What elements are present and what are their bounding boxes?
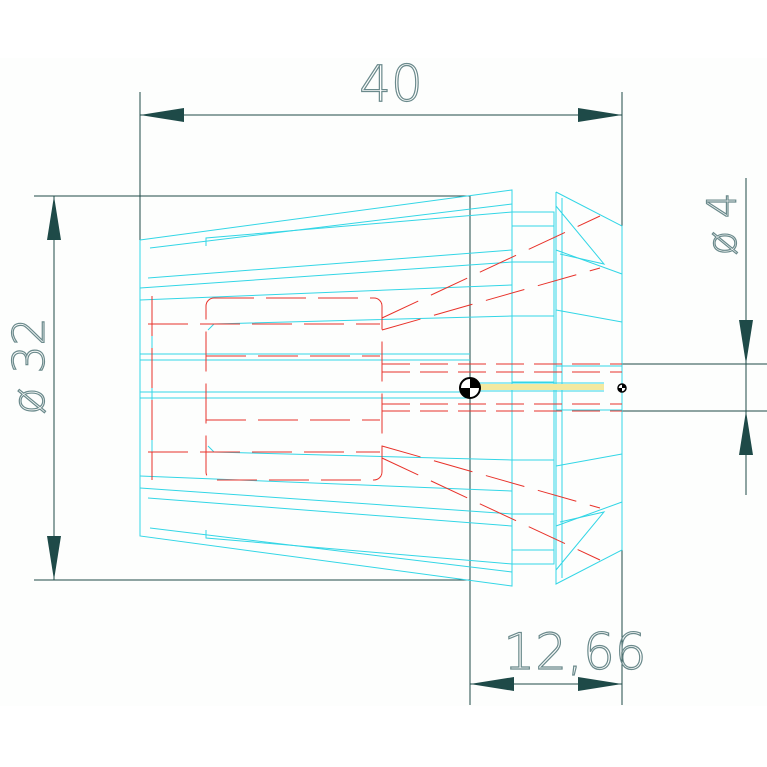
taper-line [139, 261, 513, 289]
taper-line [139, 284, 513, 301]
hidden-line [381, 267, 601, 331]
taper-line [139, 475, 513, 492]
center-marks [459, 377, 627, 399]
center-mark-quadrant [460, 388, 470, 398]
arrow-top-right [578, 108, 622, 122]
dimension-label-small-diameter: ø 4 [700, 193, 746, 256]
nose-line [555, 249, 623, 275]
nose-line [555, 501, 623, 527]
taper-line [149, 203, 513, 249]
center-mark-quadrant [622, 384, 626, 388]
dimension-arrows [47, 108, 753, 691]
center-mark-quadrant [470, 378, 480, 388]
arrow-right-bottom [739, 411, 753, 455]
dimension-label-diameter: ø 32 [4, 318, 55, 415]
arrow-top-left [140, 108, 184, 122]
arrow-bottom-left [470, 677, 514, 691]
hidden-inner-bore [205, 297, 383, 481]
taper-line [147, 249, 513, 279]
hidden-lines [148, 215, 622, 561]
taper-line [139, 487, 513, 515]
arrow-left-top [47, 196, 61, 240]
slot [205, 530, 513, 565]
outer-taper [139, 189, 513, 587]
drawing-area [0, 58, 767, 706]
taper-line [149, 527, 513, 573]
arrow-right-top [739, 320, 753, 364]
dimension-label-length: 40 [359, 55, 423, 113]
taper-line [147, 497, 513, 527]
hidden-line [381, 215, 601, 319]
slot [205, 211, 513, 246]
dimension-label-cone: 12,66 [503, 623, 646, 681]
small-bore-fill [470, 384, 604, 390]
nose-line [555, 453, 623, 467]
center-mark-quadrant [618, 388, 622, 392]
arrow-bottom-right [578, 677, 622, 691]
nose-slot [555, 205, 606, 265]
nose-cone [555, 191, 623, 585]
hidden-line [381, 457, 601, 561]
arrow-left-bottom [47, 536, 61, 580]
hidden-line [381, 445, 601, 509]
nose-slot [555, 511, 606, 571]
nose-line [555, 309, 623, 323]
